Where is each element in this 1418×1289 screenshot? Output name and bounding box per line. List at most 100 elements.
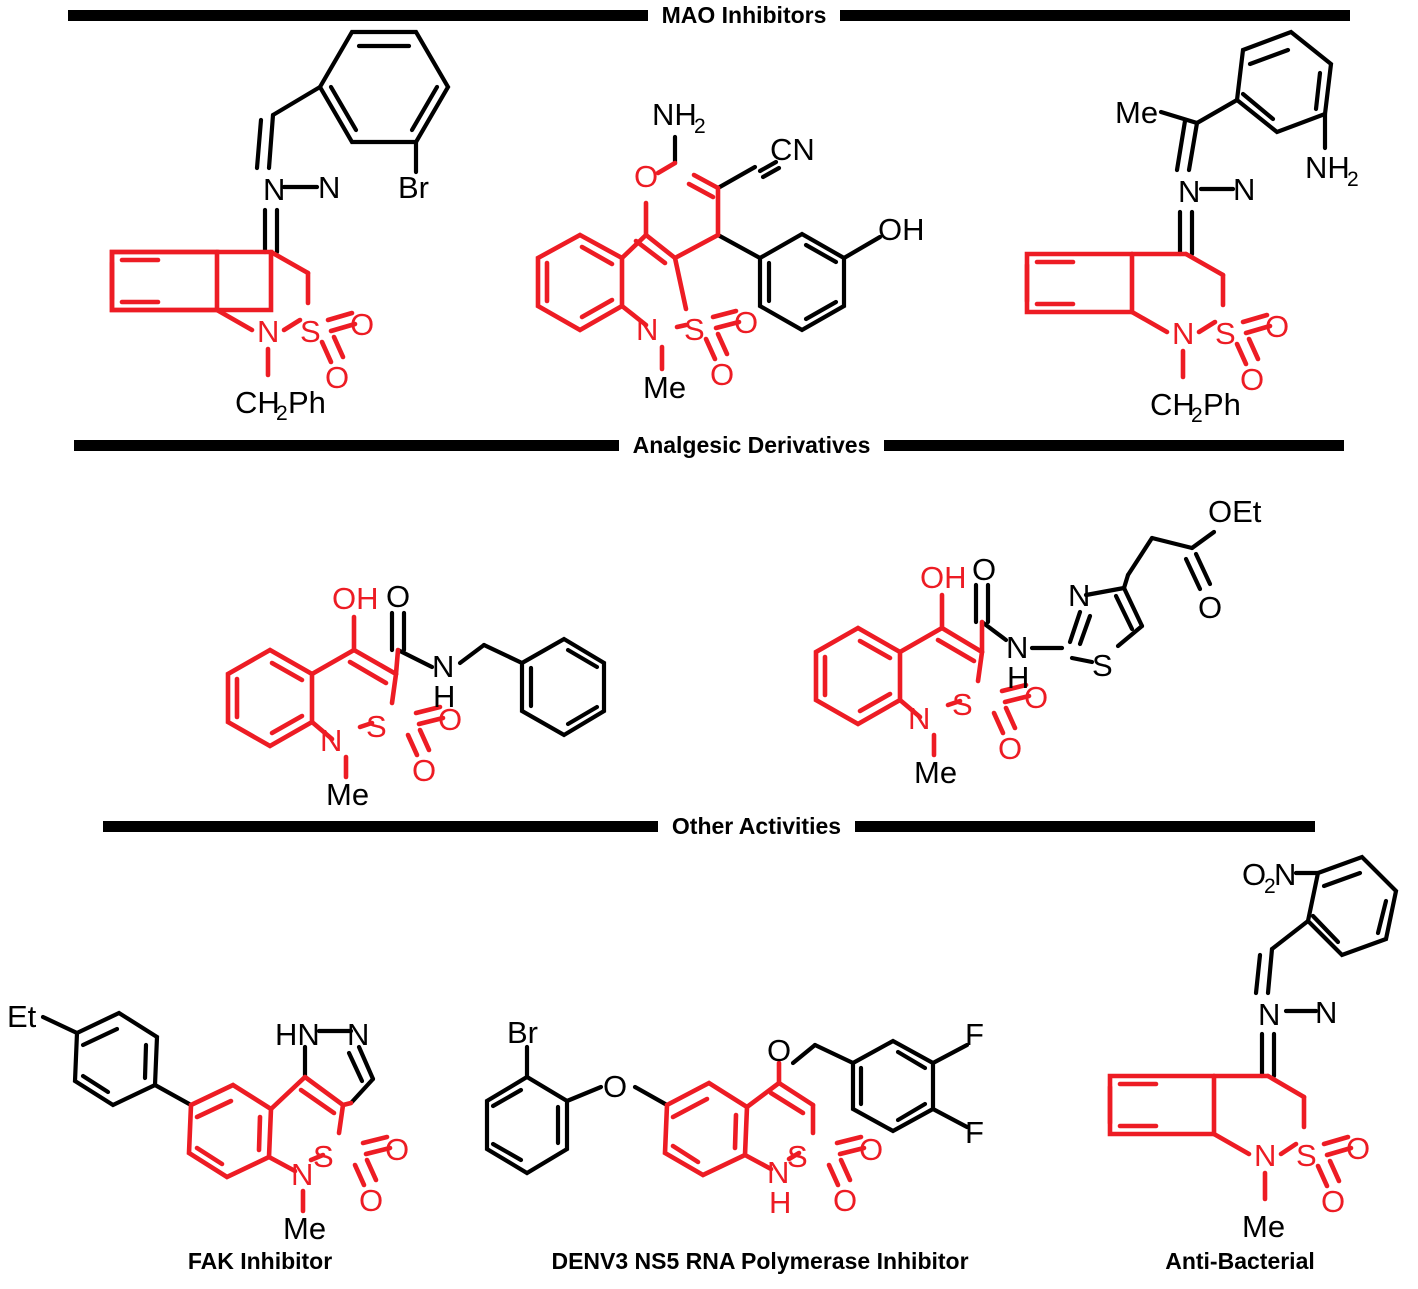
mao3-red-scaffold [1024,251,1273,380]
label-cn: CN [770,132,815,167]
label-o-ester: O [1198,590,1222,625]
label-me: Me [1242,1209,1285,1244]
label-o-1: O [1265,309,1289,344]
structure-mao-3: Me NH 2 N N N S O O CH 2 Ph [975,20,1405,427]
section-bar-right-other [855,820,1316,832]
denv3-atom-labels: Br O O F F N H S O O [507,1015,984,1220]
label-n-sultam: N [1172,316,1194,351]
label-n-sultam: N [291,1157,313,1192]
caption-anti-bacterial: Anti-Bacterial [1165,1248,1315,1274]
label-o-1: O [385,1132,409,1167]
antibac-atom-labels: O 2 N N N N S O O Me [1242,857,1370,1244]
antibac-red-scaffold [1107,1073,1354,1202]
label-o-2: O [1321,1184,1345,1219]
section-header-other: Other Activities [0,813,1418,839]
label-n-amide: N [432,649,454,684]
structure-other-3: O 2 N N N N S O O Me [1090,845,1418,1244]
structure-mao-2: NH 2 CN O N S O O Me OH [470,95,940,415]
label-oet: OEt [1208,494,1262,529]
label-s: S [952,687,973,722]
label-br: Br [507,1015,538,1050]
label-me: Me [914,755,957,790]
label-nh2-n: NH [1305,150,1350,185]
mao1-black-bonds [254,29,451,255]
label-oh: OH [332,581,379,616]
denv3-red-scaffold [662,1060,867,1188]
label-o-1: O [1346,1131,1370,1166]
label-o-2: O [325,360,349,395]
label-s: S [1296,1138,1317,1173]
label-s-thiazole: S [1092,648,1113,683]
fak-black-bonds [40,1010,376,1108]
caption-fak-inhibitor: FAK Inhibitor [187,1248,333,1274]
label-n-thiazole: N [1068,578,1090,613]
label-s: S [313,1139,334,1174]
structure-mao-1: Br N N N S O O CH 2 Ph [60,20,480,425]
label-n-sultam: N [908,701,930,736]
label-n-sultam: N [320,723,342,758]
section-bar-right-mao [840,9,1351,21]
label-o-1: O [438,702,462,737]
label-hn-pyrazole: HN [275,1017,320,1052]
label-o-1: O [350,307,374,342]
label-nh2-n: NH [652,97,697,132]
label-o-2: O [998,731,1022,766]
label-et: Et [7,999,37,1034]
label-n-imine: N [263,172,285,207]
label-n-pyrazole: N [347,1017,369,1052]
label-o-2: O [412,753,436,788]
label-s: S [1215,316,1236,351]
label-me: Me [326,777,369,812]
antibac-black-bonds [1253,854,1399,1079]
label-o-1: O [734,305,758,340]
label-o-1: O [1024,680,1048,715]
label-ch2ph-c: CH [235,385,280,420]
label-s: S [300,314,321,349]
structure-analgesic-2: OEt O N S N H OH O N S O O Me [780,470,1280,805]
section-bar-left-analgesic [73,439,619,451]
label-n-hydrazone: N [1233,172,1255,207]
mao1-red-scaffold [109,249,358,378]
mao1-atom-labels: Br N N N S O O CH 2 Ph [235,170,429,425]
label-ch2ph-sub: 2 [276,402,288,425]
fak-atom-labels: Et HN N N S O O Me [7,999,409,1246]
section-title-analgesic: Analgesic Derivatives [632,432,871,458]
label-h-amide: H [1007,660,1029,695]
label-o-2: O [359,1183,383,1218]
label-no2-o: O [1242,857,1266,892]
analgesic2-red-scaffold [813,592,1032,758]
label-nh2-sub: 2 [1347,168,1359,191]
label-n-hydrazone: N [1315,995,1337,1030]
label-ch2ph-ph: Ph [1203,387,1241,422]
label-o-2: O [833,1183,857,1218]
label-n-sultam: N [636,312,658,347]
fak-red-scaffold [186,1074,393,1214]
label-o-ether-left: O [603,1069,627,1104]
label-nh2-sub: 2 [694,115,706,138]
section-title-other: Other Activities [671,813,842,839]
label-no2-sub: 2 [1264,875,1276,898]
label-me: Me [643,370,686,405]
label-o-amide: O [972,552,996,587]
analgesic2-black-bonds [973,529,1217,665]
label-ch2ph-c: CH [1150,387,1195,422]
label-h-sultam: H [769,1185,791,1220]
label-o-ether-right: O [767,1033,791,1068]
label-o-2: O [710,357,734,392]
label-s: S [684,312,705,347]
section-bar-left-other [102,820,658,832]
structure-other-2: Br O O F F N H S O O [484,1005,1055,1240]
mao2-red-scaffold [535,160,742,372]
section-bar-right-analgesic [884,439,1345,451]
label-s: S [787,1139,808,1174]
label-oh: OH [878,212,925,247]
analgesic2-atom-labels: OEt O N S N H OH O N S O O Me [908,494,1262,790]
label-n-imine: N [1258,997,1280,1032]
label-br: Br [398,170,429,205]
label-h-amide: H [433,679,455,714]
section-title-mao: MAO Inhibitors [661,2,827,28]
label-me-top: Me [1115,95,1158,130]
mao3-black-bonds [1158,29,1334,257]
label-me: Me [283,1211,326,1246]
label-o-1: O [859,1132,883,1167]
